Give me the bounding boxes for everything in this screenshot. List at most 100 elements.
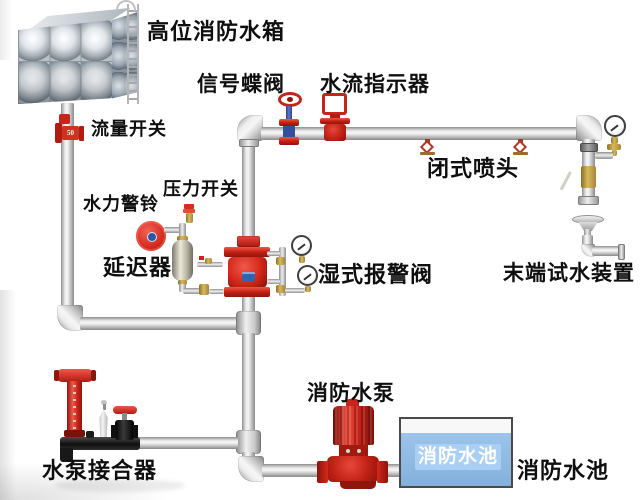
label-fire-pump: 消防水泵: [307, 381, 395, 405]
coupler-base-collar: [64, 430, 85, 437]
pressure-switch-device: [181, 203, 195, 225]
gauge-needle: [610, 124, 619, 132]
valve-handwheel-icon: [278, 92, 302, 107]
signal-butterfly-valve: [274, 90, 304, 146]
valve-flange-bottom: [279, 137, 299, 145]
pressure-gauge-icon: [604, 115, 626, 137]
pump-suction-flange: [317, 461, 328, 483]
pipe-tee: [236, 430, 261, 454]
pump-bolt: [346, 449, 350, 453]
label-flow-switch: 流量开关: [91, 119, 167, 139]
pump-motor-fins: [333, 406, 374, 445]
gauge-valve: [607, 144, 621, 150]
coupler-tickmarks: [73, 385, 76, 429]
valve-trim-nipple: [267, 251, 280, 256]
water-tank: [0, 0, 150, 115]
pipe-collar: [239, 139, 259, 147]
pump-coupler-device: [54, 368, 144, 463]
trim-nipple-upper: [197, 262, 223, 267]
label-end-test-device: 末端试水装置: [503, 261, 635, 285]
flow-switch-flange-left: [55, 123, 62, 143]
tank-ladder: [127, 4, 139, 104]
gauge-stem: [299, 256, 305, 263]
label-wet-alarm-valve: 湿式报警阀: [318, 262, 434, 287]
pressure-gauge-icon: [297, 265, 318, 286]
label-signal-butterfly-valve: 信号蝶阀: [197, 72, 285, 96]
water-flow-indicator-device: [318, 92, 352, 142]
pipe-elbow: [57, 305, 83, 331]
flow-switch-device: 50: [54, 113, 86, 143]
valve-trim-nipple: [267, 279, 280, 284]
drain-funnel-body: [578, 222, 598, 231]
sprinkler-stem: [518, 139, 523, 143]
gate-valve-handwheel: [113, 406, 137, 414]
pump-base-skirt: [340, 481, 376, 489]
pipe-riser-lower: [242, 333, 255, 432]
sprinkler-deflector: [513, 152, 528, 155]
valve-top-flange: [224, 247, 270, 257]
label-hydraulic-alarm-bell: 水力警铃: [83, 194, 159, 214]
pressure-switch-ring: [183, 209, 195, 213]
gauge-link-pipe: [285, 288, 305, 293]
label-fire-pool: 消防水池: [517, 458, 610, 483]
gate-valve-body: [115, 420, 134, 440]
delayer-top-cap: [177, 236, 188, 241]
drain-pipe-vertical: [582, 235, 593, 251]
gauge-needle: [297, 243, 306, 251]
delayer-bottom-cap: [178, 280, 187, 285]
label-delayer: 延迟器: [103, 255, 173, 280]
trim-valve: [276, 257, 285, 265]
valve-body: [283, 126, 295, 138]
gate-valve-stem: [122, 413, 127, 420]
sprinkler-head: [512, 139, 529, 156]
safety-valve-ball: [101, 400, 107, 405]
alarm-trim-riser: [179, 223, 186, 242]
pipe-elbow: [238, 456, 264, 482]
valve-flange-top: [279, 119, 299, 126]
trim-valve: [199, 284, 209, 295]
pipe-tank-drop: [61, 103, 74, 308]
coupler-manifold: [60, 437, 140, 450]
indicator-neck: [330, 114, 340, 119]
bell-bracket-pipe: [164, 227, 181, 233]
sprinkler-stem: [425, 139, 430, 143]
label-pump-coupler: 水泵接合器: [42, 458, 158, 483]
delayer-device: [172, 240, 193, 281]
label-water-flow-indicator: 水流指示器: [320, 72, 430, 96]
trim-nipple-lower: [209, 289, 224, 294]
pump-motor: [333, 406, 374, 445]
test-valve-body: [581, 166, 596, 188]
sprinkler-head: [419, 139, 436, 156]
pressure-switch-body: [186, 213, 193, 223]
delayer-link-pipe: [183, 288, 200, 294]
pump-bolt: [357, 449, 361, 453]
gauge-stem: [611, 137, 618, 144]
gauge-needle: [303, 273, 312, 281]
drain-elbow: [581, 244, 595, 257]
trim-handle: [199, 256, 204, 260]
shade-left-edge: [0, 290, 16, 500]
pump-motor-cap: [346, 399, 359, 407]
flow-switch-knob: [59, 114, 70, 124]
gauge-link-pipe: [595, 152, 613, 159]
indicator-box: [322, 93, 347, 115]
shade-bottom-left: [0, 462, 170, 500]
pipe-tee: [236, 311, 261, 335]
wet-alarm-valve-device: [224, 236, 270, 298]
valve-coupling: [237, 236, 260, 247]
valve-stem: [286, 106, 292, 120]
trim-valve: [276, 285, 285, 293]
valve-nameplate: [242, 272, 255, 281]
valve-trim-riser: [279, 247, 286, 296]
flow-switch-flange-right: [79, 126, 84, 141]
coupler-tbar-cap: [54, 370, 59, 381]
pressure-switch-cap: [184, 204, 194, 209]
delayer-drop-pipe: [179, 284, 186, 292]
fire-pool-tank: 消防水池: [399, 417, 513, 488]
drain-stem: [584, 229, 591, 237]
pipe-elbow: [237, 115, 263, 141]
sprinkler-deflector: [420, 152, 435, 155]
valve-bottom-flange: [224, 287, 270, 297]
gauge-valve-stem: [612, 150, 617, 156]
